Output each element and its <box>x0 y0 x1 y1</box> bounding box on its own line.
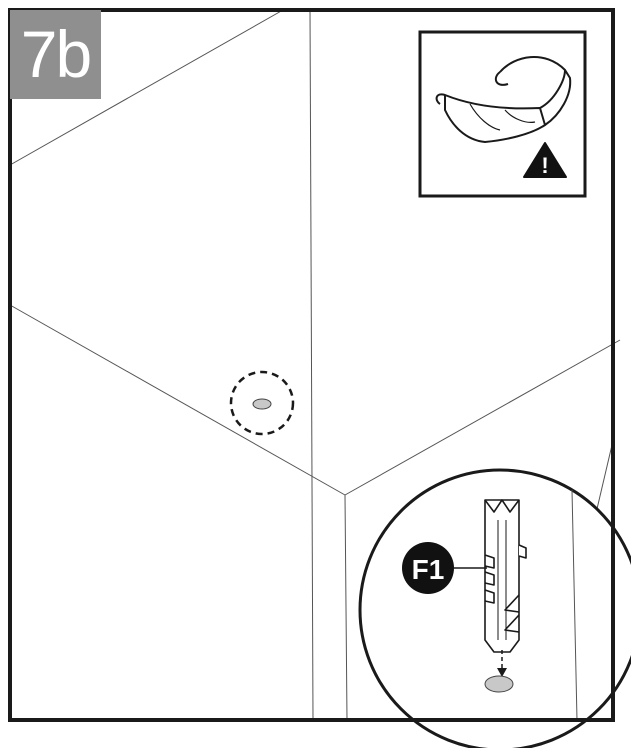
step-number: 7b <box>20 17 92 91</box>
step-badge: 7b <box>10 10 101 99</box>
floor-edge-right <box>344 339 621 496</box>
page-frame <box>8 8 615 722</box>
corner-lower-vertical <box>344 494 348 721</box>
anchor-callout: F1 <box>358 468 631 748</box>
part-label-badge <box>402 542 454 594</box>
hole-highlight-circle <box>229 370 295 436</box>
callout-wall-line <box>571 489 578 721</box>
floor-edge-left <box>9 304 346 496</box>
wall-lines <box>9 9 621 721</box>
hole-marker <box>229 370 295 436</box>
warning-triangle-icon: ! <box>523 142 567 178</box>
safety-panel: ! <box>418 30 587 198</box>
warning-glyph: ! <box>541 153 548 178</box>
part-label-f1: F1 <box>412 554 445 585</box>
insert-arrow-head <box>497 668 507 677</box>
safety-glasses-icon <box>435 56 572 143</box>
wall-anchor-plug <box>484 499 527 653</box>
ceiling-edge-left <box>9 9 284 166</box>
drilled-hole <box>252 398 272 410</box>
wall-corner-vertical <box>309 9 314 721</box>
callout-hole <box>484 675 514 693</box>
